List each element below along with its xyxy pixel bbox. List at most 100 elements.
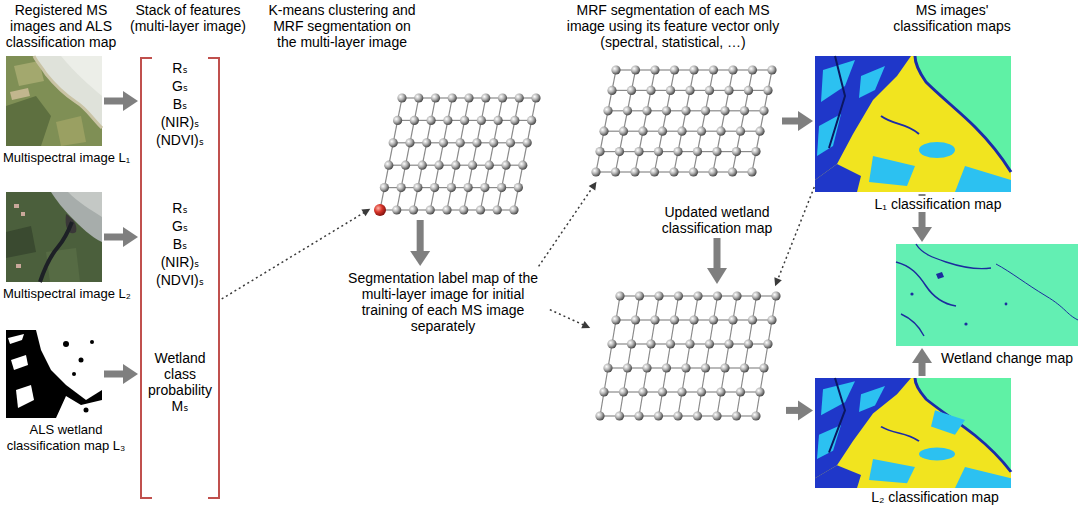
lattice-site — [430, 183, 439, 192]
lattice-site — [634, 411, 643, 420]
connector-line — [919, 362, 926, 376]
multispectral-image — [6, 192, 102, 282]
dotted-arrow — [550, 310, 590, 329]
text-block: Segmentation label map of the multi-laye… — [338, 268, 548, 336]
lattice-site — [681, 106, 690, 115]
lattice-site — [693, 291, 702, 300]
change-map-image — [896, 244, 1078, 346]
image-roof — [14, 204, 19, 208]
image-spot — [63, 341, 69, 347]
column-heading: Registered MS images and ALS classificat… — [2, 2, 120, 50]
text-slot: (NDVI)ₛ — [144, 272, 216, 288]
lattice-site — [380, 183, 389, 192]
lattice-site — [615, 147, 624, 156]
lattice-site — [615, 411, 624, 420]
lattice-site — [459, 205, 468, 214]
classification-map-art — [815, 378, 1011, 488]
lattice-site — [658, 127, 667, 136]
map-panel: MS images' classification mapsL₁ classif… — [815, 56, 1011, 192]
change-line — [896, 262, 956, 306]
text-slot: Wetland change map — [936, 350, 1078, 366]
feature-stack: Stack of features (multi-layer image)RₛG… — [140, 58, 220, 498]
lattice-site — [480, 183, 489, 192]
lattice-site — [627, 339, 636, 348]
lattice-site — [634, 147, 643, 156]
lattice-site — [477, 116, 486, 125]
image-spot — [84, 408, 89, 413]
text-slot: L₂ classification map — [855, 489, 1015, 505]
lattice-site — [724, 339, 733, 348]
lattice-site — [506, 138, 515, 147]
map-panel: Wetland change map — [896, 244, 1078, 346]
lattice-site — [728, 167, 737, 176]
lattice-site — [755, 127, 764, 136]
selected-site — [374, 204, 386, 216]
lattice-site — [413, 183, 422, 192]
image-sea — [61, 56, 102, 96]
lattice-site — [448, 93, 457, 102]
map-region — [931, 410, 965, 434]
lattice-site — [451, 161, 460, 170]
connector-line — [104, 98, 124, 105]
map-caption: L₁ classification map — [875, 196, 1002, 212]
lattice-site — [623, 106, 632, 115]
column-heading: MS images' classification maps — [877, 2, 1027, 34]
feature-name: (NIR)ₛ — [161, 114, 200, 130]
lattice-site — [759, 363, 768, 372]
lattice-site — [673, 411, 682, 420]
flow-arrow — [782, 111, 813, 131]
lattice-grid: K-means clustering and MRF segmentation … — [372, 90, 544, 218]
change-spot — [964, 322, 967, 325]
image-patch — [56, 396, 102, 418]
lattice-site — [426, 205, 435, 214]
lattice-site — [736, 127, 745, 136]
lattice-site — [493, 205, 502, 214]
arrow-shaft — [714, 238, 721, 269]
connector-line — [417, 220, 424, 252]
lattice-site — [427, 116, 436, 125]
lattice-site — [410, 116, 419, 125]
text-slot: Wetland class probability Mₛ — [144, 350, 216, 414]
lattice-site — [510, 116, 519, 125]
lattice-site — [654, 411, 663, 420]
lattice-site — [599, 387, 608, 396]
lattice-site — [476, 205, 485, 214]
image-patch — [6, 96, 51, 146]
lattice-site — [494, 116, 503, 125]
dotted-arrow — [539, 182, 597, 267]
lattice-site — [732, 147, 741, 156]
lattice-site — [464, 183, 473, 192]
block-text: Segmentation label map of the multi-laye… — [340, 270, 546, 334]
arrow-head — [123, 91, 138, 111]
text-slot: Multispectral image L₂ — [3, 286, 133, 302]
image-ground — [6, 192, 102, 282]
arrow-head — [123, 227, 138, 247]
text-slot: Multispectral image L₁ — [3, 150, 133, 166]
image-panel: Multispectral image L₂ — [6, 192, 102, 282]
image-patch — [36, 330, 102, 400]
image-sea — [34, 56, 102, 128]
lattice-site — [509, 205, 518, 214]
lattice-site — [752, 291, 761, 300]
image-patch — [11, 355, 28, 370]
image-water — [51, 192, 102, 242]
text-slot: MS images' classification maps — [877, 2, 1027, 34]
lattice-site — [389, 138, 398, 147]
change-line — [996, 264, 1078, 320]
flow-arrow — [104, 91, 138, 111]
image-patch — [8, 334, 24, 344]
lattice-site — [638, 387, 647, 396]
lattice-site — [744, 86, 753, 95]
lattice-site — [670, 315, 679, 324]
lattice-site — [591, 167, 600, 176]
lattice-site — [685, 339, 694, 348]
grid-heading: Updated wetland classification map — [652, 204, 782, 236]
column-heading: Stack of features (multi-layer image) — [128, 2, 248, 34]
arrow-head — [707, 268, 727, 284]
image-panel: ALS wetland classification map L₃ — [6, 330, 102, 418]
lattice-site — [748, 65, 757, 74]
lattice-site — [611, 65, 620, 74]
lattice-site — [669, 167, 678, 176]
lattice-site — [501, 161, 510, 170]
